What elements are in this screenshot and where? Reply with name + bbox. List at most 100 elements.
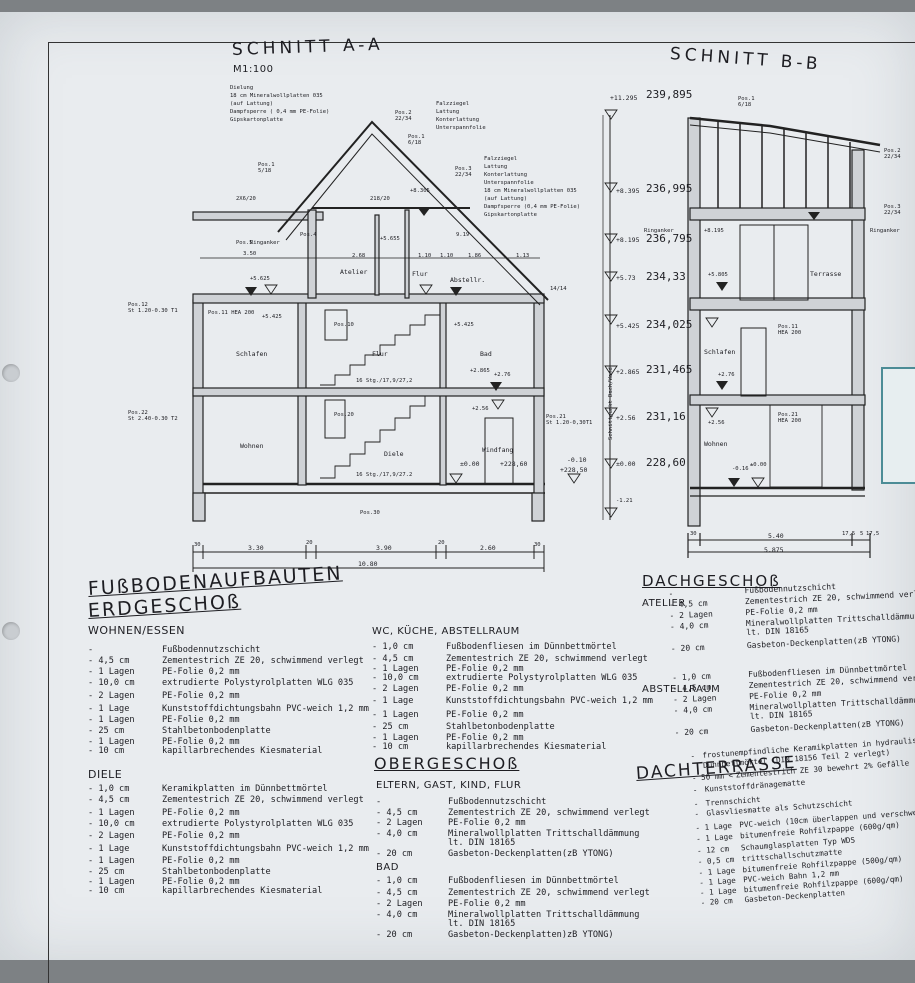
room-diele: Diele (384, 450, 404, 458)
room-schlafen: Schlafen (236, 350, 268, 358)
level-010: -0.10 (567, 456, 587, 464)
wc-heading: WC, KÜCHE, ABSTELLRAUM (372, 626, 520, 637)
abstellraum-heading: ABSTELLRAUM (642, 684, 721, 695)
section-drawings (192, 109, 915, 572)
pos-20: Pos.20 (334, 412, 354, 418)
stair-lower: 16 Stg./17,9/27.2 (356, 472, 413, 478)
level-5425-b: +5.425 (454, 322, 474, 328)
level-5625: +5.625 (250, 276, 270, 282)
dim-a-186: 1.86 (468, 253, 482, 259)
eltern-heading: ELTERN, GAST, KIND, FLUR (376, 780, 522, 791)
level-b-5805: +5.805 (708, 272, 728, 278)
wohnen-row: -Fußbodennutzschicht (88, 645, 261, 655)
dim-a-919: 9.19 (456, 232, 470, 238)
dim-b-5875: 5.875 (764, 546, 784, 554)
level-22850: +228,50 (560, 466, 588, 474)
dim-218-20: 218/20 (370, 196, 390, 202)
section-b-drawing (602, 109, 881, 558)
dim-a-113: 1.13 (516, 253, 530, 259)
pos-30: Pos.30 (360, 510, 380, 516)
level-b-000-in: ±0.00 (750, 462, 767, 468)
level-8305: +8.305 (410, 188, 430, 194)
dim-b-175b: 17,5 (866, 531, 880, 537)
level-22860: +228,60 (500, 460, 528, 468)
room-windfang: Windfang (482, 446, 514, 454)
level-b-256: +2.56 (616, 414, 636, 422)
level-b-239895: 239,895 (646, 88, 693, 101)
dim-b-175a: 17,5 (842, 531, 856, 537)
roof-note-2: Falzziegel Lattung Konterlattung Untersp… (436, 101, 486, 131)
pos-10: Pos.10 (334, 322, 354, 328)
dim-a-390: 3.90 (376, 544, 392, 552)
room-atelier: Atelier (340, 268, 368, 276)
room-bad: Bad (480, 350, 492, 358)
drawing-scale: M1:100 (233, 64, 274, 75)
level-b-256-in: +2.56 (708, 420, 725, 426)
room-wohnen: Wohnen (240, 442, 264, 450)
level-b-2865: +2.865 (616, 368, 640, 376)
level-b-236995: 236,995 (646, 182, 693, 195)
eltern-row: lt. DIN 18165 (448, 838, 516, 848)
dim-a-260: 2.60 (480, 544, 496, 552)
dim-14-14: 14/14 (550, 286, 567, 292)
level-b-11295: +11.295 (610, 94, 638, 102)
level-b-8195-in: +8.195 (704, 228, 724, 234)
level-b-000: ±0.00 (616, 460, 636, 468)
room-abstellraum: Abstellr. (450, 276, 486, 284)
level-b-5425: +5.425 (616, 322, 640, 330)
pos-5: Pos.5 (236, 240, 253, 246)
level-b-23116: 231,16 (646, 410, 686, 423)
roof-note-1: Dielung 18 cm Mineralwollplatten 035 (au… (230, 85, 330, 123)
level-2865: +2.865 (470, 368, 490, 374)
eltern-row: -Fußbodennutzschicht (376, 797, 547, 807)
punch-hole-bottom (2, 622, 20, 640)
level-5425-a: +5.425 (262, 314, 282, 320)
dim-2x6-20: 2X6/20 (236, 196, 256, 202)
pos-11-a: Pos.11 HEA 200 (208, 310, 255, 316)
room-schlafen-b: Schlafen (704, 348, 736, 356)
bad-row: lt. DIN 18165 (448, 919, 516, 929)
level-b-22860: 228,60 (646, 456, 686, 469)
level-b-276: +2.76 (718, 372, 735, 378)
dim-a-110-2: 1.10 (440, 253, 454, 259)
level-276: +2.76 (494, 372, 511, 378)
dg-title: DACHGESCHOß (642, 572, 781, 590)
section-a-drawing (192, 120, 581, 572)
bad-heading: BAD (376, 862, 399, 873)
dim-a-30-right: 30 (534, 542, 541, 548)
level-5655: +5.655 (380, 236, 400, 242)
dim-a-30-left: 30 (194, 542, 201, 548)
